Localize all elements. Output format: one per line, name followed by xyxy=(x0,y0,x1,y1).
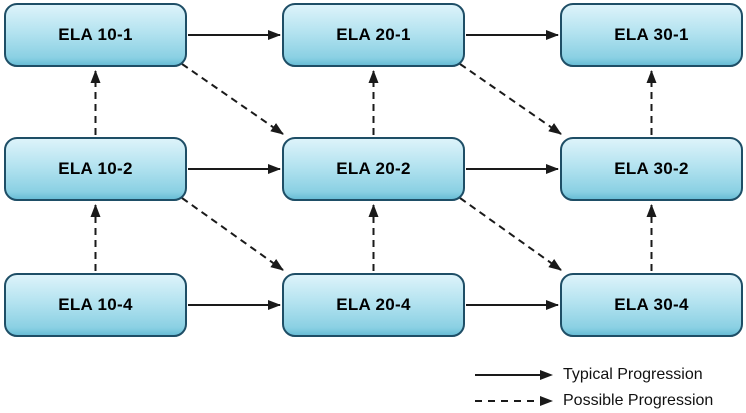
node-ela-30-2: ELA 30-2 xyxy=(560,137,743,201)
edge-ela-10-1-to-ela-20-2 xyxy=(181,63,284,135)
edge-ela-20-2-to-ela-30-4 xyxy=(459,197,562,271)
node-label: ELA 20-1 xyxy=(336,25,411,44)
node-ela-20-2: ELA 20-2 xyxy=(282,137,465,201)
legend-item-typical: Typical Progression xyxy=(474,362,713,388)
legend: Typical Progression Possible Progression xyxy=(474,362,713,413)
legend-item-possible: Possible Progression xyxy=(474,388,713,413)
node-label: ELA 30-1 xyxy=(614,25,689,44)
node-ela-10-4: ELA 10-4 xyxy=(4,273,187,337)
edge-ela-20-1-to-ela-30-2 xyxy=(459,63,562,135)
node-label: ELA 30-2 xyxy=(614,159,689,178)
node-label: ELA 20-4 xyxy=(336,295,411,314)
node-ela-30-4: ELA 30-4 xyxy=(560,273,743,337)
legend-label-possible: Possible Progression xyxy=(563,392,714,409)
node-ela-20-4: ELA 20-4 xyxy=(282,273,465,337)
node-label: ELA 10-2 xyxy=(58,159,133,178)
node-label: ELA 10-4 xyxy=(58,295,133,314)
node-label: ELA 10-1 xyxy=(58,25,133,44)
node-ela-20-1: ELA 20-1 xyxy=(282,3,465,67)
node-ela-10-2: ELA 10-2 xyxy=(4,137,187,201)
edge-ela-10-2-to-ela-20-4 xyxy=(181,197,284,271)
node-ela-10-1: ELA 10-1 xyxy=(4,3,187,67)
legend-label-typical: Typical Progression xyxy=(563,366,703,383)
node-ela-30-1: ELA 30-1 xyxy=(560,3,743,67)
solid-arrow-icon xyxy=(475,370,553,380)
dashed-arrow-icon xyxy=(475,396,553,406)
node-label: ELA 20-2 xyxy=(336,159,411,178)
node-label: ELA 30-4 xyxy=(614,295,689,314)
